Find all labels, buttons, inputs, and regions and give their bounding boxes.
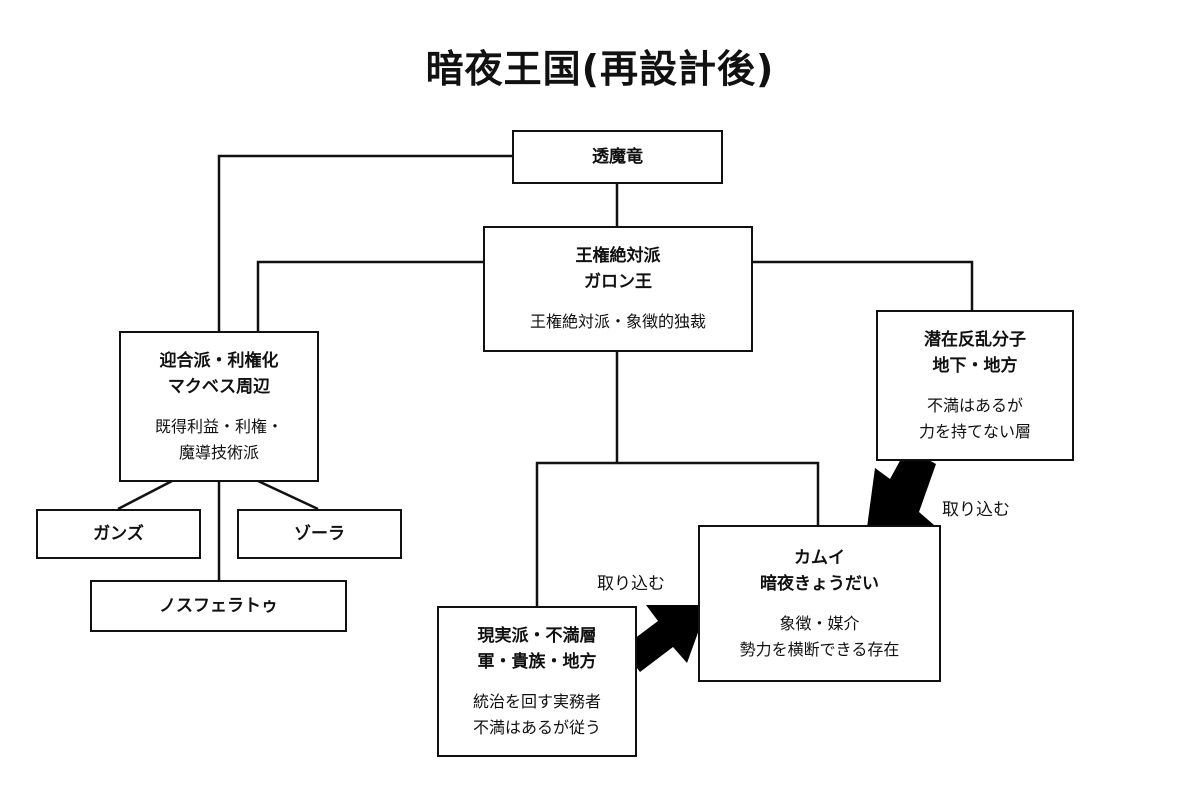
node-toumaryu: 透魔竜 [512,130,723,184]
node-gunter: ガンズ [36,509,201,559]
node-royal-title-line: 王権絶対派 [575,246,661,266]
node-geigo-faction: 迎合派・利権化 マクベス周辺 既得利益・利権・ 魔導技術派 [119,331,319,482]
node-kamui: カムイ 暗夜きょうだい 象徴・媒介 勢力を横断できる存在 [698,525,941,682]
node-realists-desc-line: 統治を回す実務者 [472,691,601,711]
connector-geigo-gunter [117,479,173,511]
node-realists-title: 現実派・不満層 軍・貴族・地方 [478,623,597,675]
node-kamui-title: カムイ 暗夜きょうだい [760,545,879,597]
absorb-label-right: 取り込む [942,500,1010,520]
node-rebels-title-line: 地下・地方 [932,355,1018,376]
node-kamui-desc-line: 象徴・媒介 [779,613,860,633]
page-title: 暗夜王国(再設計後) [425,47,775,91]
node-nosferatu-title: ノスフェラトゥ [159,593,278,619]
connector-royal-geigo [256,260,483,331]
node-gunter-title: ガンズ [93,521,144,547]
node-realists-title-line: 現実派・不満層 [477,625,597,646]
node-royal-absolutists: 王権絶対派 ガロン王 王権絶対派・象徴的独裁 [483,226,753,352]
node-geigo-title: 迎合派・利権化 マクベス周辺 [160,348,279,400]
node-toumaryu-title: 透魔竜 [592,144,643,170]
node-rebels-title-line: 潜在反乱分子 [924,329,1026,350]
node-kamui-desc-line: 勢力を横断できる存在 [739,639,900,659]
node-royal-desc: 王権絶対派・象徴的独裁 [530,309,706,335]
connector-royal-rebels [753,260,974,310]
node-kamui-desc: 象徴・媒介 勢力を横断できる存在 [740,611,900,663]
node-rebels-desc-line: 不満はあるが [926,395,1023,415]
node-zola: ゾーラ [237,509,402,559]
node-gunter-title-line: ガンズ [93,524,144,544]
connector-geigo-zola [257,479,319,511]
node-realists-desc: 統治を回す実務者 不満はあるが従う [473,689,601,741]
node-toumaryu-title-line: 透魔竜 [592,147,643,167]
node-geigo-desc-line: 既得利益・利権・ [154,416,283,436]
absorb-arrow-rebels [866,448,936,535]
node-rebels-desc-line: 力を持てない層 [918,421,1031,441]
absorb-arrow-realists [622,605,708,672]
node-royal-desc-line: 王権絶対派・象徴的独裁 [529,312,706,331]
node-zola-title: ゾーラ [294,521,345,547]
node-rebels-desc: 不満はあるが 力を持てない層 [919,393,1031,445]
connector-toumaryu-geigo [217,154,512,331]
node-royal-title-line: ガロン王 [584,272,652,292]
node-nosferatu-title-line: ノスフェラトゥ [159,596,278,616]
node-realists-title-line: 軍・貴族・地方 [477,651,597,672]
node-royal-title: 王権絶対派 ガロン王 [576,243,661,295]
node-zola-title-line: ゾーラ [294,524,345,544]
connector-branch-realists [535,461,617,606]
node-geigo-title-line: 迎合派・利権化 [159,350,279,371]
node-kamui-title-line: カムイ [794,547,845,568]
node-nosferatu: ノスフェラトゥ [90,580,347,632]
absorb-label-left: 取り込む [597,574,665,594]
node-kamui-title-line: 暗夜きょうだい [760,573,879,594]
node-latent-rebels: 潜在反乱分子 地下・地方 不満はあるが 力を持てない層 [876,310,1074,461]
node-geigo-desc: 既得利益・利権・ 魔導技術派 [155,414,283,466]
node-rebels-title: 潜在反乱分子 地下・地方 [924,327,1026,379]
node-geigo-title-line: マクベス周辺 [167,376,271,397]
node-realists: 現実派・不満層 軍・貴族・地方 統治を回す実務者 不満はあるが従う [437,606,637,757]
node-geigo-desc-line: 魔導技術派 [178,442,259,462]
connector-branch-kamui [617,461,820,525]
node-realists-desc-line: 不満はあるが従う [472,717,601,737]
